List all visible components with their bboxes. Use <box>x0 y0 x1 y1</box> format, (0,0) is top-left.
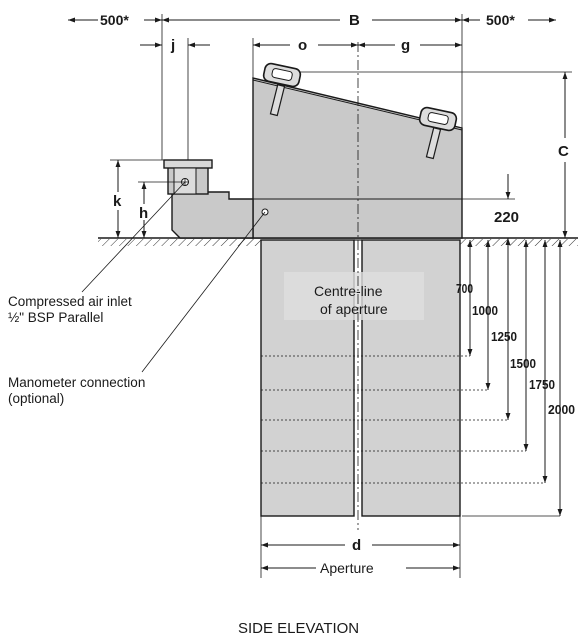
dimension-h: h <box>139 205 148 222</box>
left-clearance-label: 500* <box>100 12 129 28</box>
centre-line-label-2: of aperture <box>320 301 388 317</box>
aperture-label: Aperture <box>320 560 374 576</box>
dimension-220: 220 <box>494 209 519 226</box>
depth-700: 700 <box>456 281 473 296</box>
dimension-arrows <box>68 17 568 571</box>
dimension-B: B <box>349 12 360 29</box>
pit <box>260 239 545 517</box>
dimension-o: o <box>298 37 307 54</box>
dimension-j: j <box>170 37 175 54</box>
manometer-label-1: Manometer connection <box>8 375 145 390</box>
leader-lines <box>81 181 266 373</box>
lid-handle-left <box>262 62 302 117</box>
lid-handle-right <box>418 106 458 160</box>
compressed-air-label-1: Compressed air inlet <box>8 294 132 309</box>
view-title: SIDE ELEVATION <box>238 620 359 637</box>
dimension-g: g <box>401 37 410 54</box>
manometer-label-2: (optional) <box>8 391 64 406</box>
compressed-air-label-2: ½" BSP Parallel <box>8 310 103 325</box>
depth-1250: 1250 <box>491 329 517 344</box>
dimension-d: d <box>352 537 361 554</box>
depth-1000: 1000 <box>472 303 498 318</box>
right-clearance-label: 500* <box>486 12 515 28</box>
depth-1750: 1750 <box>529 377 555 392</box>
dimension-C: C <box>558 143 569 160</box>
depth-1500: 1500 <box>510 356 536 371</box>
depth-2000: 2000 <box>548 402 575 417</box>
centre-line-label-1: Centre-line <box>314 283 383 299</box>
dimension-k: k <box>113 193 122 210</box>
extension-lines <box>110 14 578 578</box>
enclosure-body <box>163 77 463 239</box>
